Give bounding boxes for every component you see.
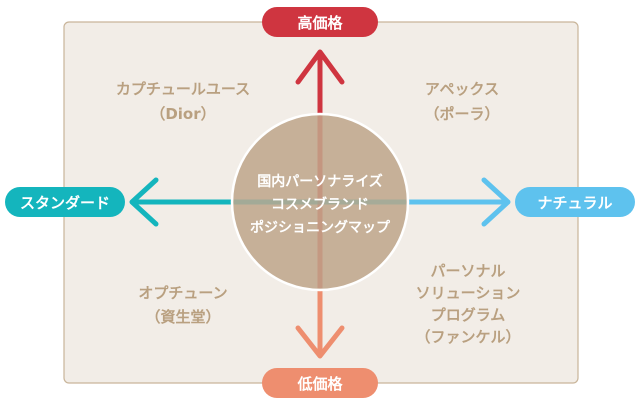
svg-text:コスメブランド: コスメブランド bbox=[271, 196, 369, 213]
svg-text:プログラム: プログラム bbox=[431, 306, 506, 324]
svg-text:ソリューション: ソリューション bbox=[416, 284, 521, 302]
svg-text:カプチュールユース: カプチュールユース bbox=[116, 80, 250, 98]
quadrant-bottom-left: オプチューン （資生堂） bbox=[138, 284, 227, 326]
svg-text:スタンダード: スタンダード bbox=[20, 194, 110, 212]
svg-text:パーソナル: パーソナル bbox=[430, 262, 505, 280]
svg-text:ナチュラル: ナチュラル bbox=[537, 194, 612, 212]
svg-text:低価格: 低価格 bbox=[296, 375, 343, 393]
quadrant-bottom-right: パーソナル ソリューション プログラム （ファンケル） bbox=[415, 262, 520, 346]
center-circle: 国内パーソナライズ コスメブランド ポジショニングマップ bbox=[230, 112, 410, 292]
label-low-price: 低価格 bbox=[262, 368, 378, 398]
svg-text:（ポーラ）: （ポーラ） bbox=[424, 105, 499, 123]
svg-text:国内パーソナライズ: 国内パーソナライズ bbox=[257, 173, 383, 190]
quadrant-top-left: カプチュールユース （Dior） bbox=[116, 80, 250, 123]
label-standard: スタンダード bbox=[5, 187, 125, 217]
label-high-price: 高価格 bbox=[262, 7, 378, 37]
label-natural: ナチュラル bbox=[515, 187, 635, 217]
svg-text:ポジショニングマップ: ポジショニングマップ bbox=[250, 219, 391, 236]
quadrant-top-right: アペックス （ポーラ） bbox=[424, 80, 499, 123]
svg-text:（ファンケル）: （ファンケル） bbox=[415, 328, 520, 346]
svg-text:（Dior）: （Dior） bbox=[150, 105, 215, 123]
svg-text:アペックス: アペックス bbox=[425, 80, 499, 98]
svg-text:高価格: 高価格 bbox=[297, 14, 343, 32]
svg-text:オプチューン: オプチューン bbox=[138, 284, 227, 302]
svg-text:（資生堂）: （資生堂） bbox=[145, 308, 220, 326]
